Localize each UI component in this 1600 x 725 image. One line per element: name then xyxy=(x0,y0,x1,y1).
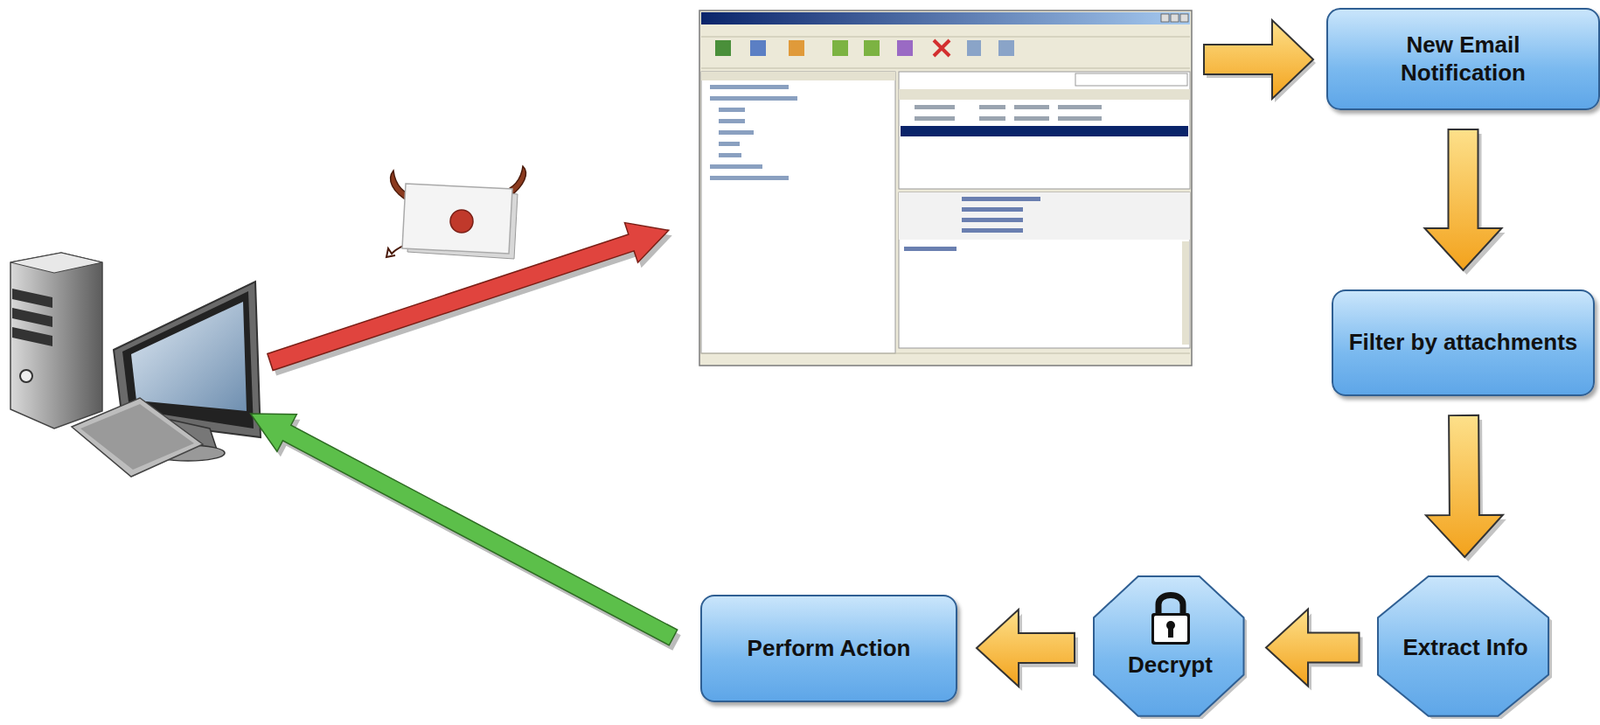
email-client-screenshot xyxy=(699,10,1192,366)
flow-arrow xyxy=(1266,609,1363,691)
computer-icon xyxy=(10,252,261,477)
flow-arrow xyxy=(976,609,1079,691)
arrow-body xyxy=(1424,129,1502,271)
node-label: Filter by attachments xyxy=(1342,328,1586,356)
process-octagon: Extract Info xyxy=(1377,576,1552,719)
node-label: Perform Action xyxy=(740,634,919,662)
arrow-body xyxy=(1266,609,1359,687)
flow-arrow xyxy=(1424,129,1505,275)
send-arrow xyxy=(263,209,675,382)
lock-icon xyxy=(1147,588,1194,647)
flow-arrow xyxy=(1203,20,1314,99)
process-octagon: Decrypt xyxy=(1093,576,1247,719)
process-box: Filter by attachments xyxy=(1331,289,1596,397)
node-label: New Email Notification xyxy=(1336,31,1590,86)
arrow-body xyxy=(976,609,1075,687)
return-arrow xyxy=(240,395,683,656)
flow-arrow xyxy=(1426,415,1507,562)
process-box: New Email Notification xyxy=(1326,7,1600,111)
arrow-body xyxy=(1426,415,1503,557)
process-box: Perform Action xyxy=(700,594,958,703)
node-label: Decrypt xyxy=(1120,651,1220,679)
node-label: Extract Info xyxy=(1395,633,1535,661)
malicious-email-icon xyxy=(386,166,526,259)
